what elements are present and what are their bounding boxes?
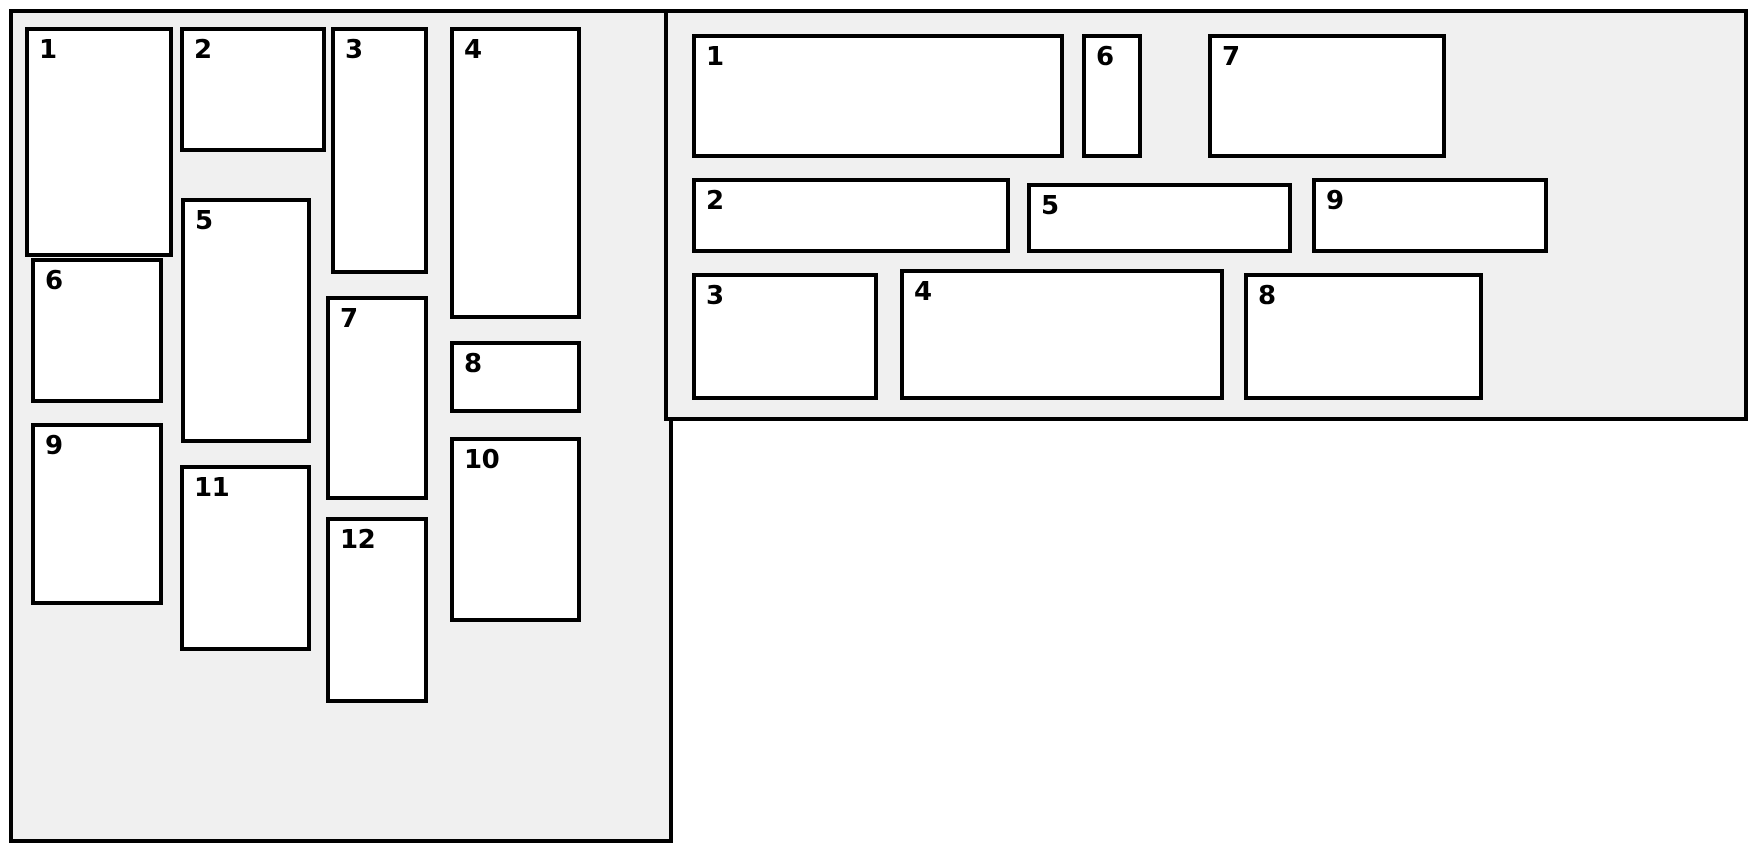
box-label: 4: [914, 277, 932, 307]
box-label: 1: [39, 35, 57, 65]
box-3[interactable]: 3: [692, 273, 878, 400]
box-2[interactable]: 2: [180, 27, 326, 152]
box-5[interactable]: 5: [181, 198, 311, 443]
box-label: 9: [45, 431, 63, 461]
box-label: 12: [340, 525, 376, 555]
box-label: 4: [464, 35, 482, 65]
box-12[interactable]: 12: [326, 517, 428, 703]
box-9[interactable]: 9: [1312, 178, 1548, 253]
box-9[interactable]: 9: [31, 423, 163, 605]
box-label: 3: [706, 281, 724, 311]
box-6[interactable]: 6: [1082, 34, 1142, 158]
right-panel: 1 6 7 2 5 9 3 4 8: [664, 9, 1748, 421]
box-label: 7: [340, 304, 358, 334]
box-4[interactable]: 4: [450, 27, 581, 319]
box-3[interactable]: 3: [331, 27, 428, 274]
box-label: 5: [195, 206, 213, 236]
box-1[interactable]: 1: [25, 27, 173, 257]
box-6[interactable]: 6: [31, 258, 163, 403]
box-label: 6: [1096, 42, 1114, 72]
box-label: 5: [1041, 191, 1059, 221]
box-8[interactable]: 8: [1244, 273, 1483, 400]
box-7[interactable]: 7: [326, 296, 428, 500]
box-2[interactable]: 2: [692, 178, 1010, 253]
box-label: 3: [345, 35, 363, 65]
box-8[interactable]: 8: [450, 341, 581, 413]
box-label: 9: [1326, 186, 1344, 216]
box-1[interactable]: 1: [692, 34, 1064, 158]
box-label: 8: [1258, 281, 1276, 311]
box-5[interactable]: 5: [1027, 183, 1292, 253]
box-label: 6: [45, 266, 63, 296]
box-4[interactable]: 4: [900, 269, 1224, 400]
box-label: 1: [706, 42, 724, 72]
box-label: 2: [706, 186, 724, 216]
box-label: 10: [464, 445, 500, 475]
box-11[interactable]: 11: [180, 465, 311, 651]
box-10[interactable]: 10: [450, 437, 581, 622]
box-label: 8: [464, 349, 482, 379]
box-label: 11: [194, 473, 230, 503]
box-label: 2: [194, 35, 212, 65]
box-label: 7: [1222, 42, 1240, 72]
box-7[interactable]: 7: [1208, 34, 1446, 158]
